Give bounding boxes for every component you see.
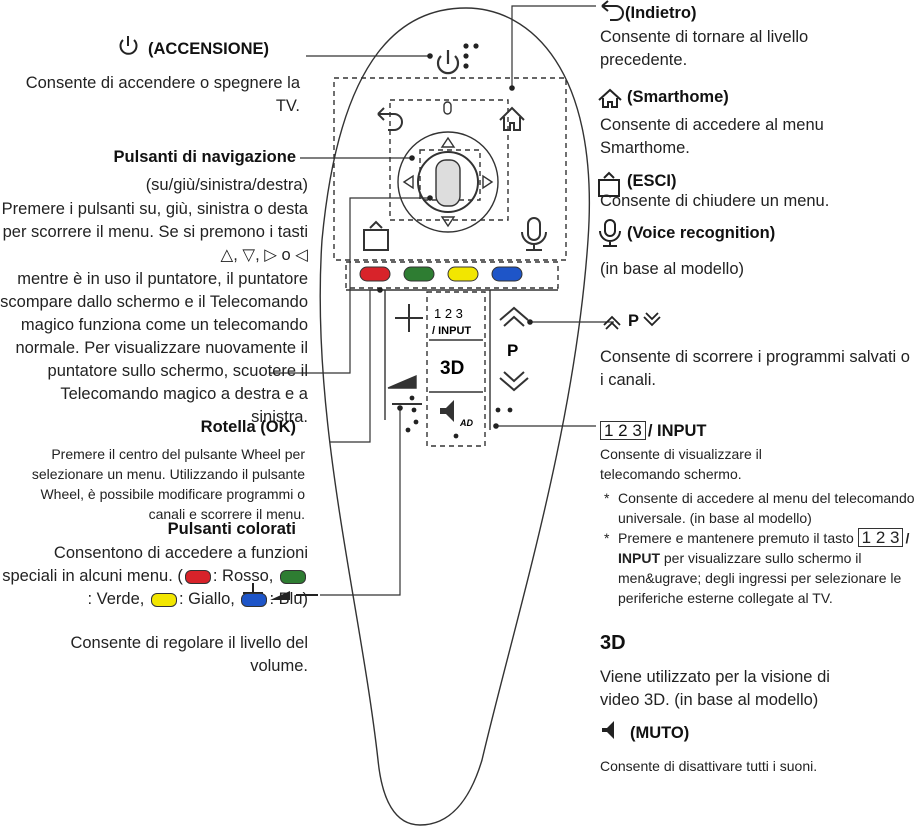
red-swatch <box>184 569 211 584</box>
remote-input-top: 1 2 3 <box>434 306 463 321</box>
remote-body <box>319 7 590 826</box>
nav-ring <box>397 131 499 233</box>
input-note-2a: Premere e mantenere premuto il tasto <box>618 530 854 546</box>
voice-desc: (in base al modello) <box>600 260 744 278</box>
green-swatch <box>280 569 306 584</box>
remote-3d-label: 3D <box>440 358 464 379</box>
home-icon <box>598 88 622 108</box>
input-dashed-group <box>426 291 486 447</box>
nav-desc2: mentre è in uso il puntatore, il puntato… <box>0 270 308 426</box>
yellow-button-remote <box>447 266 479 282</box>
power-icon-remote <box>436 55 460 75</box>
mute-desc: Consente di disattivare tutti i suoni. <box>600 758 818 774</box>
red-button-remote <box>359 266 391 282</box>
nav-dashed-group <box>389 99 509 221</box>
wheel-title: Rotella (OK) <box>200 418 296 436</box>
input-title: / INPUT <box>647 422 707 440</box>
input-note-2b: / INPUT <box>618 530 910 566</box>
input-digits: 1 2 3 <box>600 421 646 440</box>
power-icon <box>119 36 138 55</box>
red-label: : Rosso, <box>212 567 274 585</box>
prog-up-remote <box>499 306 529 327</box>
prog-down-remote <box>499 371 529 392</box>
input-note-1: Consente di accedere al menu del telecom… <box>600 488 916 528</box>
input-note-digits: 1 2 3 <box>857 528 904 547</box>
green-button-remote <box>403 266 435 282</box>
vol-icon-remote <box>387 374 417 389</box>
color-dashed-group <box>345 261 559 289</box>
yellow-label: : Giallo, <box>178 590 235 608</box>
power-desc: Consente di accendere o spegnere la TV. <box>25 74 300 115</box>
home-icon-remote <box>499 106 525 131</box>
vol-plus-remote <box>395 304 423 332</box>
green-label: : Verde, <box>87 590 145 608</box>
nav-desc1: Premere i pulsanti su, giù, sinistra o d… <box>1 200 308 241</box>
threed-title: 3D <box>600 632 626 654</box>
remote-ad-label: AD <box>459 418 473 428</box>
program-desc: Consente di scorrere i programmi salvati… <box>600 348 910 389</box>
mute-icon-remote <box>440 400 454 422</box>
input-notes: Consente di accedere al menu del telecom… <box>600 488 916 608</box>
mic-icon <box>599 219 621 247</box>
back-icon-remote <box>377 107 403 131</box>
prog-updown-icon <box>603 312 661 330</box>
wheel-outer <box>417 151 479 213</box>
remote-p-label: P <box>507 341 518 360</box>
volume-desc: Consente di regolare il livello del volu… <box>70 634 308 675</box>
exit-title: (ESCI) <box>627 172 677 190</box>
home-title: (Smarthome) <box>627 88 729 106</box>
blue-button-remote <box>491 266 523 282</box>
power-title: (ACCENSIONE) <box>148 40 270 58</box>
home-desc: Consente di accedere al menu Smarthome. <box>600 116 824 157</box>
yellow-swatch <box>150 592 177 607</box>
exit-icon-remote <box>363 229 389 251</box>
wheel-inner <box>435 159 461 207</box>
threed-desc: Viene utilizzato per la visione di video… <box>600 668 830 709</box>
mute-title: (MUTO) <box>630 724 690 742</box>
input-note-2: Premere e mantenere premuto il tasto 1 2… <box>600 528 916 608</box>
nav-arrows: △, ▽, ▷ o ◁ <box>220 246 308 264</box>
colors-desc-text: Consentono di accedere a funzioni specia… <box>2 544 308 585</box>
colors-desc: Consentono di accedere a funzioni specia… <box>0 542 308 611</box>
exit-desc: Consente di chiudere un menu. <box>600 192 830 210</box>
blue-label: : Blu) <box>269 590 308 608</box>
wheel-desc: Premere il centro del pulsante Wheel per… <box>31 446 305 522</box>
back-title: (Indietro) <box>625 4 697 22</box>
input-desc: Consente di visualizzare il telecomando … <box>600 446 762 482</box>
nav-sub: (su/giù/sinistra/destra) <box>145 176 308 194</box>
mic-icon-remote <box>527 217 541 241</box>
input-note-2c: per visualizzare sullo schermo il men&ug… <box>618 550 902 606</box>
back-icon <box>601 0 624 21</box>
blue-swatch <box>241 592 268 607</box>
nav-title: Pulsanti di navigazione <box>113 148 296 166</box>
exit-icon <box>598 171 620 197</box>
vol-icon <box>270 591 290 600</box>
voice-title: (Voice recognition) <box>627 224 776 242</box>
program-p: P <box>628 312 640 330</box>
remote-input-bottom: / INPUT <box>432 325 471 337</box>
input-title-row: 1 2 3/ INPUT <box>600 420 706 442</box>
back-desc: Consente di tornare al livello precedent… <box>600 28 809 69</box>
colors-title: Pulsanti colorati <box>167 520 296 538</box>
